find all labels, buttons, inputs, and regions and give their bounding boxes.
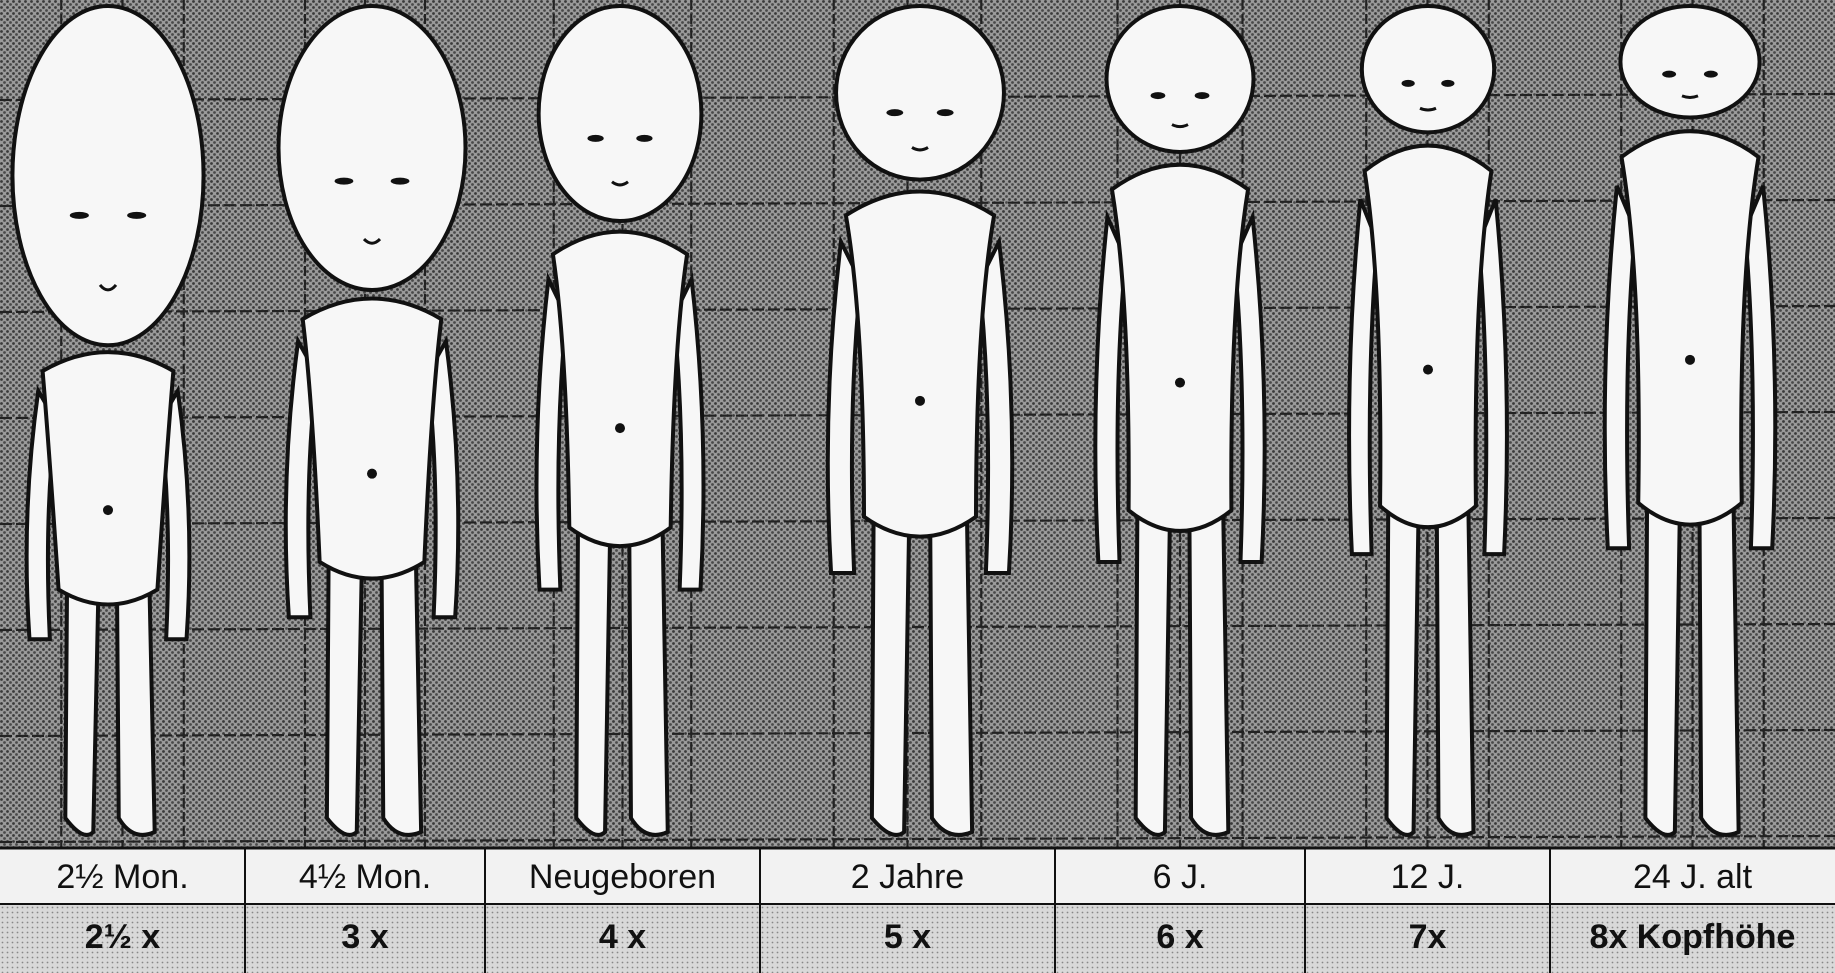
figure-head [1362,6,1494,132]
figure-head [12,6,203,345]
age-label: 4½ Mon. [299,858,431,896]
figure-eye [937,109,954,116]
figure-torso [303,299,442,579]
head-ratio-label: 8x Kopfhöhe [1590,918,1796,956]
figure-navel [915,396,925,406]
figure-torso [1112,165,1248,531]
head-ratio-label: 5 x [884,918,931,956]
figure-mouth [1682,96,1698,98]
figure-eye [127,212,146,219]
figure-head [539,6,702,221]
head-ratio-label: 2½ x [85,918,161,956]
figure-navel [1175,378,1185,388]
age-label: Neugeboren [529,858,716,896]
figure-eye [1195,92,1210,99]
figure-torso [846,191,994,536]
figure-eye [886,109,903,116]
figure-torso [1365,146,1492,528]
head-ratio-label: 7x [1409,918,1447,956]
figure-eye [1662,71,1676,78]
age-label: 6 J. [1153,858,1208,896]
figure-torso [43,352,174,604]
age-label: 24 J. alt [1633,858,1753,896]
figure-navel [367,469,377,479]
figure-head [836,6,1004,180]
figure-eye [587,135,603,142]
figure-eye [70,212,89,219]
figure-eye [1441,80,1454,87]
figure-head [279,6,466,290]
figure-eye [391,178,410,185]
figure-eye [1402,80,1415,87]
age-label: 2 Jahre [851,858,964,896]
figure-eye [1704,71,1718,78]
figure-head [1106,6,1253,152]
figure-torso [553,232,687,547]
age-label: 12 J. [1391,858,1465,896]
figure-navel [103,505,113,515]
head-ratio-label: 4 x [599,918,646,956]
figure-navel [1685,355,1695,365]
figure-torso [1621,131,1758,524]
age-label: 2½ Mon. [56,858,188,896]
figure-eye [335,178,354,185]
label-table: 2½ Mon. 2½ x 4½ Mon. 3 x Neugeboren 4 x 2 Jahr… [0,848,1835,973]
figure-eye [636,135,652,142]
head-ratio-label: 6 x [1156,918,1203,956]
head-ratio-label: 3 x [341,918,388,956]
figure-eye [1151,92,1166,99]
figure-navel [1423,365,1433,375]
figure-head [1620,6,1759,118]
figure-navel [615,423,625,433]
